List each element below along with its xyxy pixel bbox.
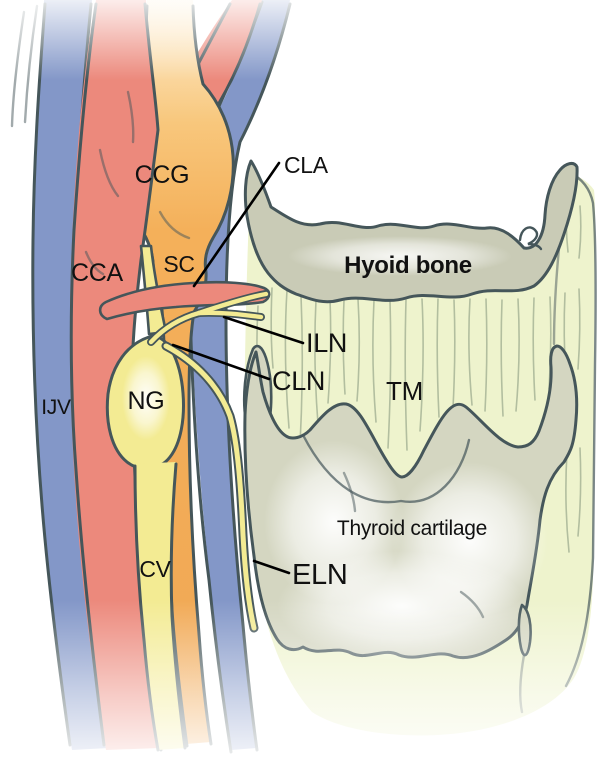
membrane-striation — [404, 299, 408, 451]
membrane-striation — [577, 447, 582, 537]
hyoid-curl-mark — [518, 226, 543, 251]
membrane-striation — [356, 298, 361, 402]
membrane-striation — [270, 287, 274, 369]
membrane-striation — [468, 298, 473, 406]
label-cca: CCA — [71, 259, 124, 287]
label-eln: ELN — [292, 559, 348, 591]
label-cla: CLA — [284, 152, 329, 178]
label-thyroid-cartilage: Thyroid cartilage — [337, 517, 487, 540]
membrane-striation — [387, 299, 392, 449]
label-tm: TM — [386, 376, 423, 406]
label-ccg: CCG — [135, 161, 190, 189]
membrane-striation — [484, 298, 488, 412]
label-cln: CLN — [272, 366, 325, 396]
membrane-striation — [284, 289, 290, 429]
membrane-striation — [577, 288, 581, 370]
membrane-striation — [299, 294, 304, 446]
membrane-striation — [436, 298, 440, 418]
membrane-striation — [327, 298, 332, 404]
membrane-striation — [578, 205, 582, 259]
label-hyoid-bone: Hyoid bone — [344, 252, 472, 279]
membrane-striation — [565, 451, 570, 553]
cca-texture-mark — [98, 148, 120, 198]
eln-nerve — [163, 343, 257, 631]
cla-artery-branch — [98, 280, 271, 321]
leader-lines — [171, 161, 305, 575]
leader-iln — [222, 315, 305, 345]
label-cv: CV — [139, 556, 171, 582]
cartilage-texture-mark — [342, 471, 357, 513]
label-ijv: IJV — [41, 396, 71, 419]
leader-eln — [252, 559, 291, 575]
membrane-striation — [314, 299, 319, 425]
leader-cla — [192, 161, 281, 288]
leader-cln — [171, 343, 271, 381]
thyroid-notch-inner-line — [301, 433, 471, 504]
bottom-fade-overlay — [0, 600, 608, 768]
membrane-striation — [500, 299, 504, 417]
membrane-striation — [419, 298, 424, 432]
cln-nerve — [196, 310, 264, 320]
ng-highlight — [122, 356, 170, 440]
cca-texture-mark — [84, 250, 105, 276]
label-sc: SC — [163, 251, 194, 277]
membrane-striation — [515, 298, 520, 412]
hyoid-highlight — [288, 236, 512, 276]
label-ng: NG — [128, 387, 165, 415]
hyoid-bone — [243, 159, 579, 304]
iln-nerve — [148, 310, 202, 345]
ccg-crease-mark — [158, 210, 191, 240]
iln-nerve — [196, 291, 269, 316]
membrane-striation — [532, 297, 536, 401]
membrane-striation — [452, 299, 456, 409]
cca-texture-mark — [126, 90, 135, 144]
top-fade-overlay — [0, 0, 608, 80]
label-iln: ILN — [306, 328, 347, 358]
nerve-branch-cores — [148, 291, 269, 631]
membrane-striation — [372, 299, 377, 423]
membrane-inner-edge-line — [552, 246, 561, 346]
membrane-striation — [342, 299, 346, 395]
